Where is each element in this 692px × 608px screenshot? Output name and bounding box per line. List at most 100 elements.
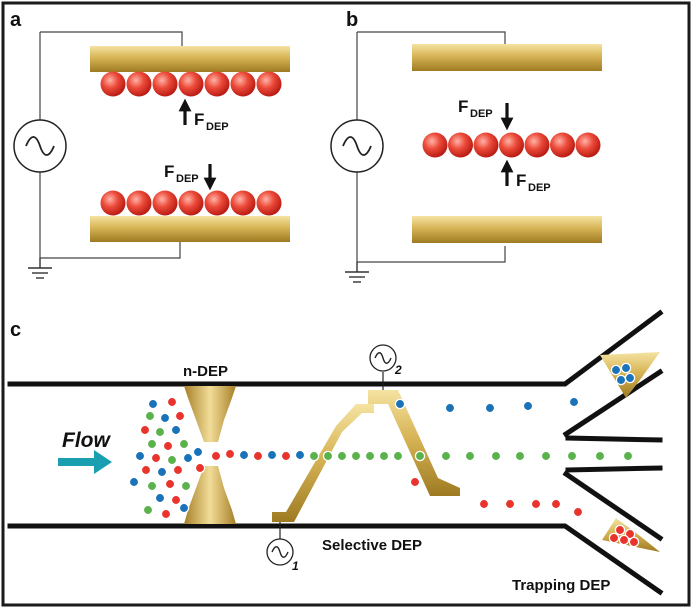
- cell-particle: [336, 450, 348, 462]
- channel-particles: [128, 362, 640, 548]
- cell-particle: [522, 400, 534, 412]
- cell-particle: [159, 412, 171, 424]
- cell-particle: [392, 450, 404, 462]
- cell-particle: [224, 448, 236, 460]
- cell-particle: [409, 476, 421, 488]
- particle: [230, 190, 256, 216]
- particle: [448, 132, 473, 158]
- source-1-subscript: 1: [292, 559, 299, 573]
- cell-particle: [160, 508, 172, 520]
- cell-particle: [147, 398, 159, 410]
- force-label: F: [516, 171, 526, 190]
- cell-particle: [620, 362, 632, 374]
- cell-particle: [364, 450, 376, 462]
- source-1-icon: 1: [266, 522, 299, 573]
- cell-particle: [238, 449, 250, 461]
- particle: [152, 190, 178, 216]
- cell-particle: [618, 534, 630, 546]
- cell-particle: [170, 494, 182, 506]
- n-dep-electrodes: [184, 386, 236, 524]
- cell-particle: [170, 424, 182, 436]
- force-subscript: DEP: [528, 182, 551, 194]
- particle: [100, 190, 126, 216]
- cell-particle: [610, 364, 622, 376]
- cell-particle: [210, 450, 222, 462]
- cell-particle: [178, 502, 190, 514]
- cell-particle: [134, 450, 146, 462]
- cell-particle: [514, 450, 526, 462]
- panel-b-force-down: F DEP: [458, 97, 514, 131]
- cell-particle: [484, 402, 496, 414]
- force-label: F: [458, 97, 468, 116]
- cell-particle: [614, 524, 626, 536]
- cell-particle: [182, 452, 194, 464]
- source-2-icon: 2: [369, 344, 402, 390]
- cell-particle: [350, 450, 362, 462]
- source-2-subscript: 2: [394, 363, 402, 377]
- panel-c-letter: c: [10, 319, 21, 341]
- flow-label: Flow: [62, 429, 111, 452]
- panel-b-force-up: F DEP: [500, 159, 551, 194]
- panel-b-letter: b: [346, 9, 358, 31]
- particle: [204, 71, 230, 97]
- cell-particle: [164, 478, 176, 490]
- cell-particle: [180, 480, 192, 492]
- cell-particle: [174, 410, 186, 422]
- panel-a-bottom-electrode: [90, 216, 290, 242]
- panel-a-top-electrode: [90, 46, 290, 72]
- force-subscript: DEP: [206, 121, 229, 133]
- particle: [152, 71, 178, 97]
- cell-particle: [150, 452, 162, 464]
- cell-particle: [540, 450, 552, 462]
- cell-particle: [568, 396, 580, 408]
- cell-particle: [414, 450, 426, 462]
- cell-particle: [166, 396, 178, 408]
- particle: [204, 190, 230, 216]
- cell-particle: [294, 449, 306, 461]
- cell-particle: [154, 426, 166, 438]
- cell-particle: [628, 536, 640, 548]
- particle: [256, 190, 282, 216]
- panel-a-force-down: F DEP: [164, 162, 217, 191]
- cell-particle: [490, 450, 502, 462]
- cell-particle: [444, 402, 456, 414]
- particle: [126, 190, 152, 216]
- cell-particle: [128, 476, 140, 488]
- cell-particle: [146, 480, 158, 492]
- particle: [422, 132, 448, 158]
- cell-particle: [154, 492, 166, 504]
- cell-particle: [166, 454, 178, 466]
- particle: [524, 132, 550, 158]
- particle: [126, 71, 152, 97]
- cell-particle: [378, 450, 390, 462]
- cell-particle: [280, 450, 292, 462]
- panel-b-middle-particles: [422, 132, 601, 158]
- panel-b-ac-source-icon: [330, 119, 384, 173]
- trapping-dep-label: Trapping DEP: [512, 577, 610, 594]
- force-subscript: DEP: [470, 108, 493, 120]
- cell-particle: [615, 374, 627, 386]
- panel-b: b F DEP F DEP: [330, 9, 602, 283]
- cell-particle: [162, 440, 174, 452]
- cell-particle: [440, 450, 452, 462]
- cell-particle: [194, 462, 206, 474]
- panel-b-ground-icon: [345, 262, 369, 283]
- panel-b-top-electrode: [412, 44, 602, 71]
- cell-particle: [178, 438, 190, 450]
- cell-particle: [139, 424, 151, 436]
- cell-particle: [572, 506, 584, 518]
- particle: [473, 132, 499, 158]
- panel-a: a F DEP F DEP: [10, 9, 290, 279]
- cell-particle: [144, 410, 156, 422]
- cell-particle: [594, 450, 606, 462]
- cell-particle: [146, 438, 158, 450]
- cell-particle: [252, 450, 264, 462]
- cell-particle: [308, 450, 320, 462]
- panel-b-bottom-electrode: [412, 216, 602, 243]
- particle: [499, 132, 524, 158]
- cell-particle: [266, 449, 278, 461]
- cell-particle: [504, 498, 516, 510]
- cell-particle: [608, 532, 620, 544]
- cell-particle: [142, 504, 154, 516]
